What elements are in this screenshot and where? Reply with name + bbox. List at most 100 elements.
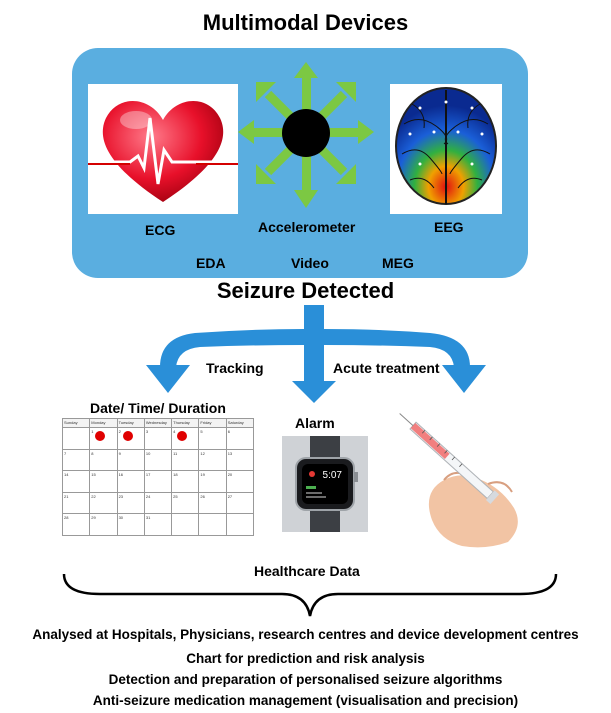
calendar-day-number: 9 [118,450,121,456]
calendar-day-number: 14 [64,472,69,478]
calendar-day-number: 2 [118,429,121,434]
calendar-day-header: Thursday [171,418,200,428]
calendar-day-cell: 29 [89,513,118,536]
syringe-hand-image [392,400,542,550]
calendar-day-number: 10 [145,450,151,456]
calendar-day-number: 11 [173,450,178,456]
calendar-day-cell: 26 [198,491,227,515]
calendar-day-cell: 5 [198,427,227,450]
acute-treatment-label: Acute treatment [333,360,440,376]
calendar-day-number: 17 [145,472,151,478]
watch-time: 5:07 [323,470,343,481]
calendar-day-cell: 12 [198,448,227,472]
calendar-day-header: Sunday [61,418,91,428]
accelerometer-icon [236,60,376,210]
calendar-day-cell: 19 [198,470,227,493]
syringe-icon [399,413,518,548]
calendar-day-cell: 16 [116,470,145,493]
calendar-day-number: 30 [118,515,124,521]
calendar-day-cell: 31 [143,513,173,536]
calendar-day-cell: 11 [171,448,200,472]
calendar-day-cell: 6 [225,427,255,450]
calendar-day-number: 27 [227,493,233,499]
calendar-day-number: 23 [118,493,124,499]
calendar-day-cell: 30 [116,513,145,536]
calendar-day-cell: 24 [143,491,173,515]
calendar-day-cell [171,513,200,536]
calendar-day-number: 7 [64,450,67,456]
calendar-day-cell: 4 [171,427,200,450]
calendar-day-cell [61,427,91,450]
meg-label: MEG [382,255,414,271]
calendar-day-cell: 10 [143,448,173,472]
diagram-title: Multimodal Devices [202,10,409,35]
calendar-day-number: 18 [173,472,178,478]
calendar-day-number: 8 [91,450,94,456]
calendar-day-number: 3 [145,429,149,434]
calendar-day-cell: 2 [116,427,145,450]
analysed-at-line: Analysed at Hospitals, Physicians, resea… [32,627,579,642]
calendar-day-header: Wednesday [143,418,173,428]
calendar-day-number: 12 [200,450,205,456]
calendar-day-cell: 25 [171,491,200,515]
calendar-week-row: 28 29 30 31 [61,513,255,536]
calendar-day-number: 15 [91,472,96,478]
calendar-day-cell: 18 [171,470,200,493]
seizure-event-marker [95,431,106,441]
calendar-day-cell: 13 [225,448,255,472]
calendar-day-header: Tuesday [116,418,145,428]
calendar-day-cell [198,513,227,536]
calendar-day-cell: 21 [61,491,91,515]
calendar-day-header: Monday [89,418,118,428]
calendar-week-row: 1 2 3 4 5 6 [61,427,255,450]
calendar-day-number: 6 [227,429,230,434]
calendar-day-cell: 14 [61,470,91,493]
calendar-day-number: 24 [145,493,151,499]
calendar-day-number: 25 [173,493,178,499]
calendar-day-cell: 7 [61,448,91,472]
brain-map-icon [395,87,497,205]
medication-management-line: Anti-seizure medication management (visu… [92,693,519,708]
video-label: Video [291,255,329,271]
chart-prediction-line: Chart for prediction and risk analysis [186,651,425,666]
calendar-day-cell: 20 [225,470,255,493]
tracking-label: Tracking [206,360,264,376]
eeg-label: EEG [434,219,464,235]
calendar-day-number: 5 [200,429,203,434]
alarm-label: Alarm [295,415,335,431]
calendar-day-number: 29 [91,515,96,521]
calendar-day-header: Saturday [225,418,255,428]
calendar-day-number: 20 [227,472,233,478]
curly-brace [62,573,558,617]
ecg-image [88,84,238,214]
calendar-day-cell: 27 [225,491,255,515]
calendar-day-number: 21 [64,493,69,499]
calendar-day-number: 22 [91,493,96,499]
eeg-image [390,84,502,214]
calendar-day-cell: 3 [143,427,173,450]
seizure-event-marker [177,431,188,441]
healthcare-data-label: Healthcare Data [254,563,360,579]
smartwatch-image: 5:07 [282,436,368,532]
calendar-day-cell: 15 [89,470,118,493]
calendar-day-cell: 22 [89,491,118,515]
calendar-day-cell: 28 [61,513,91,536]
calendar-day-number: 16 [118,472,124,478]
calendar-week-row: 7 8 9 10 11 12 13 [61,448,255,472]
heart-icon [88,100,238,202]
ecg-label: ECG [145,222,176,238]
calendar-day-cell [225,513,255,536]
calendar-day-number: 13 [227,450,233,456]
calendar-day-number: 4 [173,429,176,434]
accelerometer-label: Accelerometer [258,219,356,235]
calendar-day-cell: 23 [116,491,145,515]
detection-preparation-line: Detection and preparation of personalise… [108,672,503,687]
calendar-day-cell: 17 [143,470,173,493]
calendar-day-number: 28 [64,515,69,521]
calendar-day-cell: 9 [116,448,145,472]
seizure-event-marker [122,431,133,441]
calendar-day-number: 1 [91,429,94,434]
